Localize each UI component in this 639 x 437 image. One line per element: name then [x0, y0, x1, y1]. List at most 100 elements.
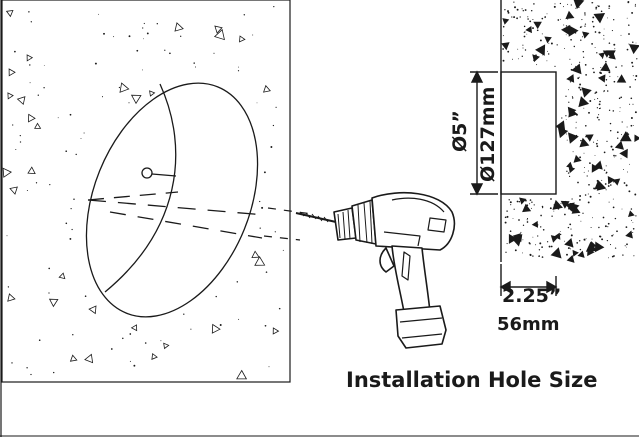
speckle: [559, 233, 562, 236]
speckle: [30, 373, 32, 376]
speckle: [626, 126, 628, 128]
speckle: [607, 226, 609, 228]
speckle: [514, 249, 517, 252]
speckle: [517, 58, 519, 60]
speckle: [630, 97, 633, 100]
speckle: [568, 175, 571, 178]
aggregate-stone: [34, 122, 42, 129]
speckle: [526, 33, 528, 35]
speckle: [527, 16, 529, 18]
aggregate-stone: [525, 25, 532, 34]
speckle: [133, 364, 136, 367]
speckle: [603, 34, 605, 36]
speckle: [268, 366, 270, 368]
speckle: [539, 39, 542, 42]
aggregate-stone: [211, 323, 221, 334]
speckle: [512, 58, 513, 60]
speckle: [593, 141, 595, 143]
speckle: [582, 50, 585, 53]
aggregate-stone: [163, 342, 170, 350]
speckle: [110, 348, 113, 350]
speckle: [611, 234, 613, 237]
aggregate-stone: [555, 120, 566, 132]
aggregate-stone: [501, 42, 510, 51]
speckle: [608, 71, 611, 74]
speckle: [579, 61, 581, 63]
speckle: [577, 77, 580, 80]
speckle: [541, 205, 544, 208]
speckle: [564, 48, 565, 49]
speckle: [580, 139, 582, 142]
speckle: [529, 203, 531, 205]
aggregate-stone: [612, 178, 621, 186]
speckle: [506, 243, 508, 245]
speckle: [594, 98, 596, 100]
aggregate-stone: [566, 254, 575, 263]
speckle: [529, 20, 532, 23]
aggregate-stone: [581, 87, 592, 98]
speckle: [275, 106, 277, 108]
speckle: [585, 74, 587, 76]
speckle: [26, 189, 28, 192]
speckle: [143, 22, 145, 25]
speckle: [551, 215, 553, 217]
aggregate-stone: [607, 176, 616, 185]
speckle: [578, 240, 581, 242]
speckle: [259, 227, 261, 229]
speckle: [532, 255, 534, 257]
speckle: [628, 24, 630, 26]
speckle: [550, 198, 552, 200]
speckle: [624, 245, 626, 247]
speckle: [522, 252, 523, 254]
speckle: [530, 207, 532, 209]
aggregate-stone: [598, 74, 606, 83]
speckle: [578, 214, 580, 217]
speckle: [521, 8, 523, 10]
aggregate-stone: [130, 94, 142, 105]
diameter-mm-label: Ø127mm: [477, 87, 499, 182]
speckle: [584, 23, 587, 25]
speckle: [614, 247, 617, 249]
speckle: [506, 210, 508, 212]
speckle: [550, 245, 553, 248]
speckle: [565, 119, 567, 120]
aggregate-stone: [550, 235, 559, 243]
speckle: [604, 225, 607, 228]
speckle: [19, 141, 22, 143]
aggregate-stone: [8, 68, 16, 77]
speckle: [282, 249, 284, 251]
speckle: [632, 228, 635, 230]
speckle: [613, 154, 615, 157]
speckle: [509, 230, 512, 232]
speckle: [536, 29, 539, 32]
speckle: [609, 244, 612, 246]
speckle: [509, 201, 512, 204]
aggregate-stone: [28, 113, 36, 123]
hole-outline: [85, 82, 266, 318]
speckle: [219, 324, 222, 326]
speckle: [516, 8, 519, 11]
speckle: [508, 199, 510, 201]
speckle: [567, 247, 570, 250]
speckle: [625, 184, 628, 187]
speckle: [595, 91, 598, 94]
speckle: [608, 109, 611, 111]
speckle: [511, 16, 513, 18]
speckle: [523, 25, 526, 28]
speckle: [563, 24, 565, 26]
speckle: [579, 156, 582, 159]
speckle: [621, 121, 623, 123]
aggregate-stone: [593, 12, 606, 24]
speckle: [122, 337, 124, 340]
speckle: [164, 49, 166, 51]
speckle: [11, 362, 13, 364]
speckle: [587, 201, 590, 204]
speckle: [43, 65, 45, 66]
aggregate-stone: [533, 21, 542, 30]
speckle: [596, 139, 598, 141]
speckle: [572, 151, 574, 153]
speckle: [603, 91, 605, 93]
speckle: [573, 45, 576, 48]
drill-axis-lines: [263, 207, 313, 241]
speckle: [80, 137, 82, 139]
